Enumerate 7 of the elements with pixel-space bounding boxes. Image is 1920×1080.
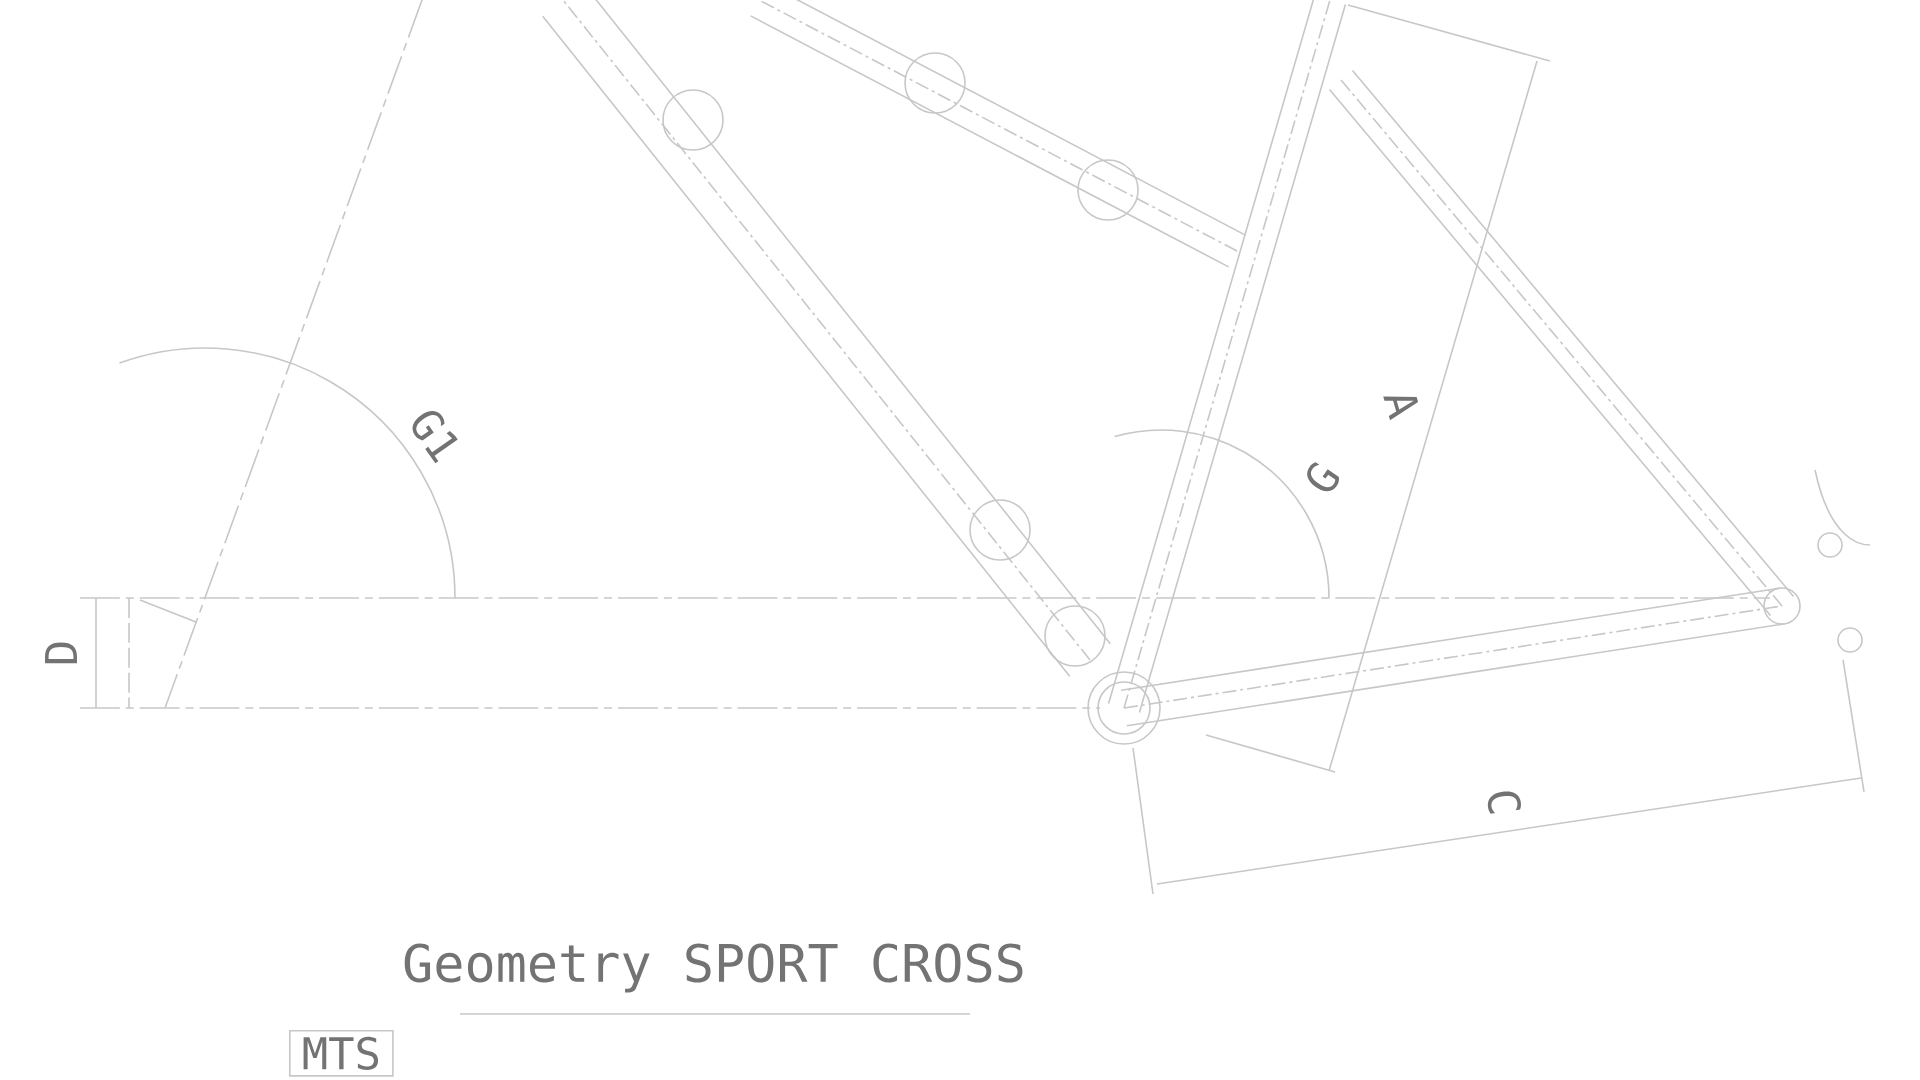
size-tag: MTS xyxy=(289,1030,394,1077)
dimension-label: C xyxy=(1487,791,1521,814)
title: Geometry SPORT CROSS xyxy=(404,943,1023,993)
dimension-label: G1 xyxy=(412,410,458,464)
dimension-label: D xyxy=(45,642,77,664)
dimension-label: A xyxy=(1383,396,1419,421)
dimension-label: G xyxy=(1307,462,1340,492)
